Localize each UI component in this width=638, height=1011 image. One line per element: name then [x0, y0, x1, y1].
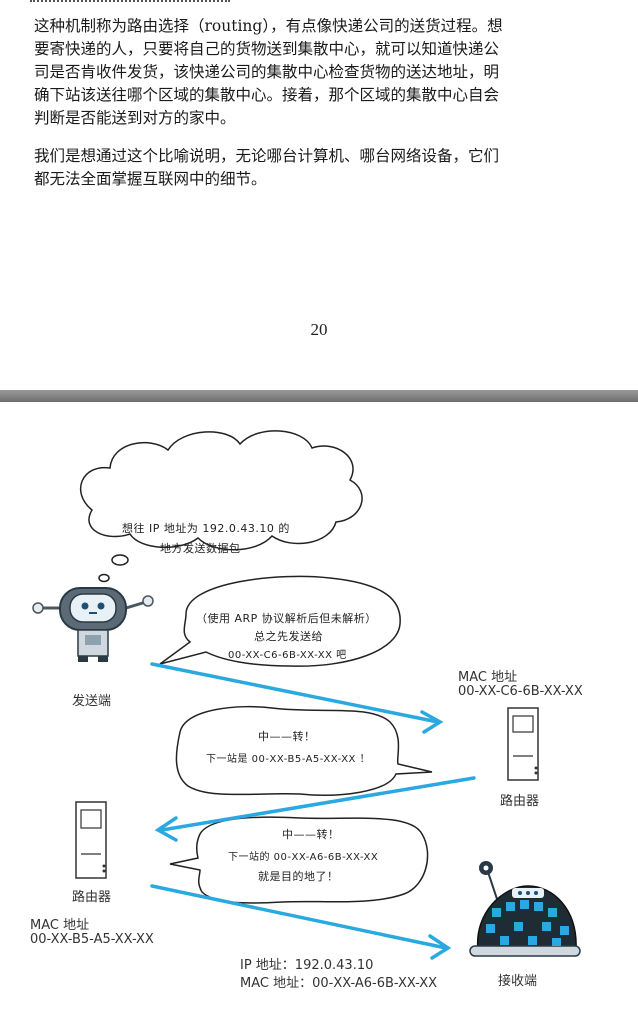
router-2-icon — [75, 801, 107, 879]
paragraph-routing: 这种机制称为路由选择（routing），有点像快递公司的送货过程。想 要寄快递的… — [34, 15, 586, 130]
relay2-text-line2: 下一站的 00-XX-A6-6B-XX-XX — [228, 852, 379, 863]
relay1-text-line2: 下一站是 00-XX-B5-A5-XX-XX ！ — [206, 754, 371, 765]
receiver-mac: MAC 地址：00-XX-A6-6B-XX-XX — [240, 976, 437, 991]
thought-text-line1: 想往 IP 地址为 192.0.43.10 的 — [122, 522, 290, 535]
paragraph-line: 都无法全面掌握互联网中的细节。 — [34, 170, 267, 188]
router1-mac-title: MAC 地址 — [458, 670, 518, 685]
paragraph-line: 我们是想通过这个比喻说明，无论哪台计算机、哪台网络设备，它们 — [34, 147, 500, 165]
relay-speech-bubble-2 — [169, 816, 429, 904]
paragraph-line: 要寄快递的人，只要将自己的货物送到集散中心，就可以知道快递公 — [34, 40, 500, 58]
diagram-graphics — [32, 430, 581, 960]
arp-text-line2: 总之先发送给 — [254, 630, 323, 643]
relay2-text-line3: 就是目的地了！ — [258, 870, 339, 883]
sender-robot — [32, 587, 154, 662]
receiver-ip: IP 地址：192.0.43.10 — [240, 958, 374, 973]
page-number: 20 — [310, 320, 328, 339]
thought-text-line2: 地方发送数据包 — [160, 542, 241, 555]
paragraph-metaphor: 我们是想通过这个比喻说明，无论哪台计算机、哪台网络设备，它们 都无法全面掌握互联… — [34, 145, 586, 191]
routing-diagram: 想往 IP 地址为 192.0.43.10 的 地方发送数据包 （使用 ARP … — [0, 402, 638, 1011]
previous-line-fragment — [30, 0, 230, 6]
receiver-robot — [469, 861, 581, 957]
router2-label: 路由器 — [72, 890, 112, 905]
paragraph-line: 司是否肯收件发货，该快递公司的集散中心检查货物的送达地址，明 — [34, 63, 500, 81]
router1-mac-value: 00-XX-C6-6B-XX-XX — [458, 684, 583, 699]
router1-label: 路由器 — [500, 794, 540, 809]
receiver-label: 接收端 — [498, 974, 538, 989]
arp-text-line3: 00-XX-C6-6B-XX-XX 吧 — [228, 650, 347, 661]
sender-label: 发送端 — [72, 694, 112, 709]
router2-mac-title: MAC 地址 — [30, 918, 90, 933]
relay2-text-line1: 中——转！ — [282, 828, 340, 841]
paragraph-line: 这种机制称为路由选择（routing），有点像快递公司的送货过程。想 — [34, 17, 503, 35]
book-page-top: 这种机制称为路由选择（routing），有点像快递公司的送货过程。想 要寄快递的… — [0, 0, 638, 392]
relay-speech-bubble-1 — [175, 705, 433, 796]
paragraph-line: 判断是否能送到对方的家中。 — [34, 109, 236, 127]
routing-arrows — [150, 662, 476, 960]
thought-bubble — [80, 430, 363, 595]
router2-mac-value: 00-XX-B5-A5-XX-XX — [30, 932, 154, 947]
page-separator — [0, 390, 638, 402]
relay1-text-line1: 中——转！ — [258, 730, 316, 743]
paragraph-line: 确下站该送往哪个区域的集散中心。接着，那个区域的集散中心自会 — [34, 86, 500, 104]
router-1-icon — [507, 707, 539, 781]
arp-text-line1: （使用 ARP 协议解析后但未解析） — [196, 612, 377, 625]
arp-speech-bubble — [159, 575, 401, 667]
